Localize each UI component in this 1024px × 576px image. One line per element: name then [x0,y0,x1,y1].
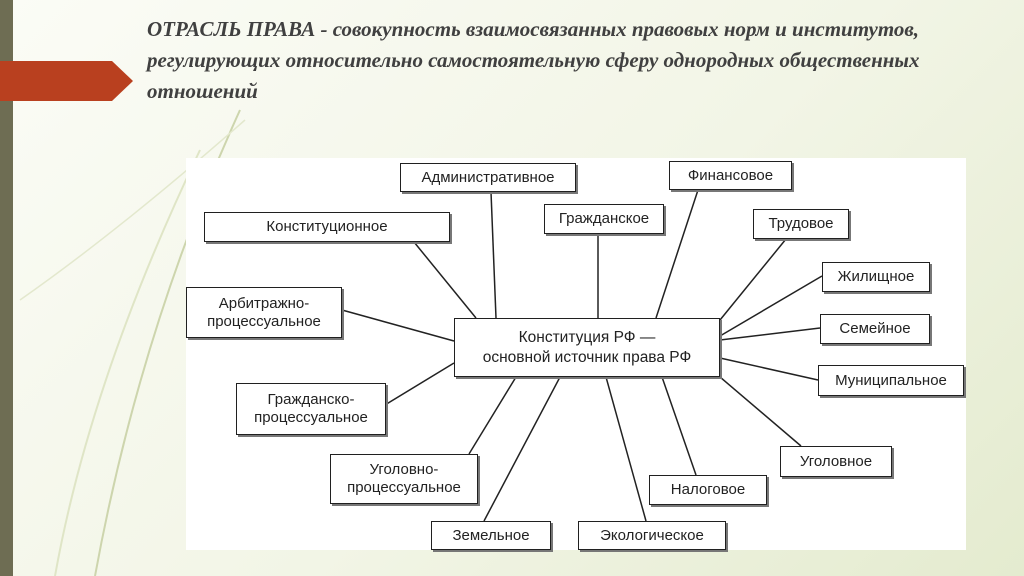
connector-line [719,376,802,447]
branch-administrative: Административное [400,163,576,192]
branch-ecological: Экологическое [578,521,726,550]
connector-line [719,238,787,321]
connector-line [413,241,477,319]
branch-civil-procedural: Гражданско- процессуальное [236,383,386,435]
left-sidebar-bar [0,0,13,576]
branch-criminal: Уголовное [780,446,892,477]
branch-financial: Финансовое [669,161,792,190]
connector-line [468,376,517,455]
connector-line [655,189,699,319]
connector-line [719,327,821,341]
connector-lines [341,189,823,522]
branch-land: Земельное [431,521,551,550]
connector-line [341,309,455,342]
branch-family: Семейное [820,314,930,344]
connector-line [379,362,455,409]
connector-line [719,357,819,381]
connector-line [605,376,647,522]
branch-labor: Трудовое [753,209,849,239]
branch-criminal-procedural: Уголовно- процессуальное [330,454,478,504]
connector-line [661,376,697,476]
constitution-center-box: Конституция РФ — основной источник права… [454,318,720,377]
branch-municipal: Муниципальное [818,365,964,396]
branch-arbitration-procedural: Арбитражно- процессуальное [186,287,342,338]
connector-line [490,191,497,319]
slide-title: ОТРАСЛЬ ПРАВА - совокупность взаимосвяза… [147,17,920,103]
branch-housing: Жилищное [822,262,930,292]
law-branches-diagram: Конституция РФ — основной источник права… [186,158,966,550]
connector-line [719,275,823,337]
branch-tax: Налоговое [649,475,767,505]
branch-constitutional: Конституционное [204,212,450,242]
branch-civil: Гражданское [544,204,664,234]
red-arrow-tab [0,61,133,101]
connector-line [483,376,561,522]
